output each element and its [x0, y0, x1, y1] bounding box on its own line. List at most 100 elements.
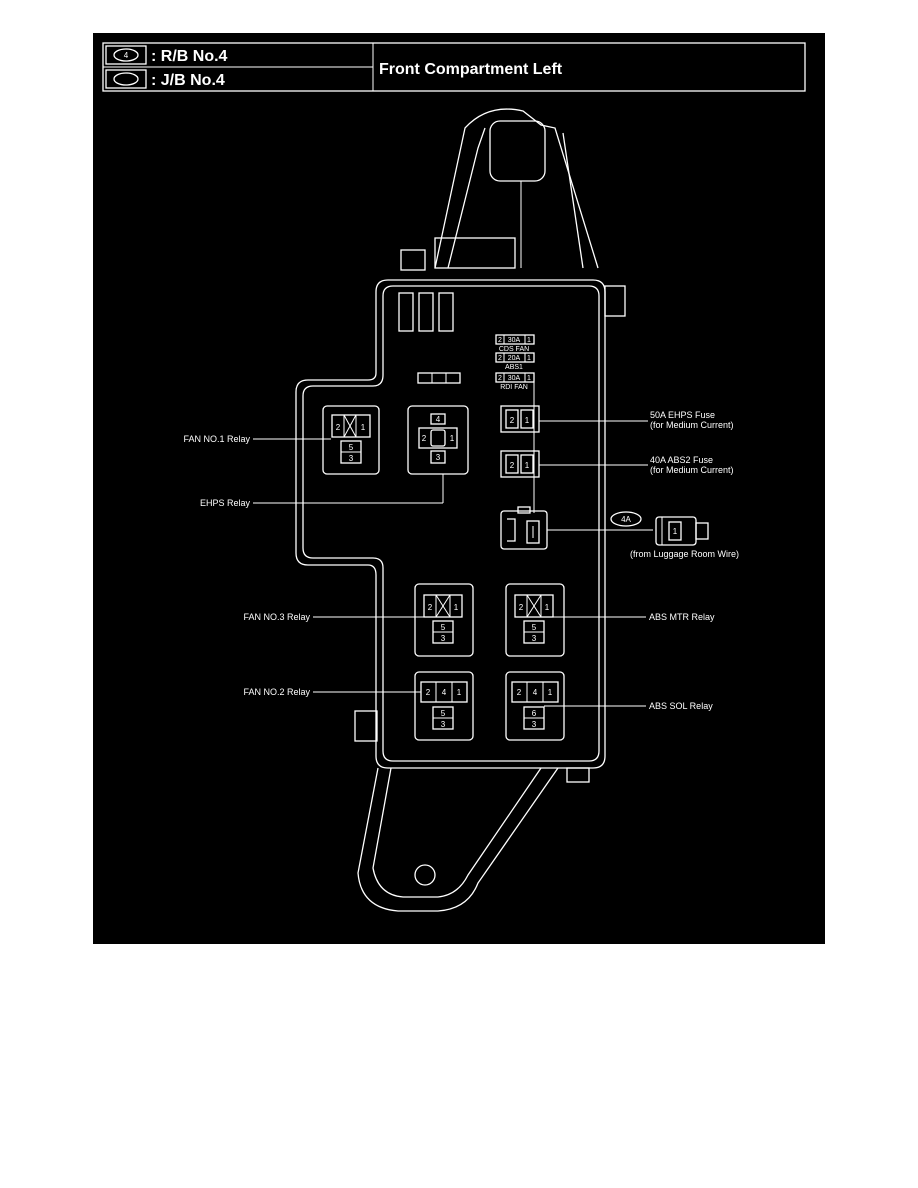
svg-text:3: 3	[441, 720, 446, 729]
legend-rb-symbol-icon	[113, 48, 139, 62]
connector-4a-plug: 1	[655, 516, 709, 546]
svg-text:2: 2	[510, 416, 515, 425]
fuse-cds-fan-name: CDS FAN	[499, 346, 529, 353]
label-ehps-relay: EHPS Relay	[200, 498, 251, 508]
fuse-cds-fan-left-pin: 2	[498, 337, 502, 344]
svg-text:3: 3	[349, 454, 354, 463]
relay-abs-sol: 2 4 1 6 3	[505, 671, 565, 741]
fuse-box-diagram: 4 : R/B No.4 : J/B No.4 Front Compartmen…	[102, 42, 806, 912]
svg-text:3: 3	[441, 634, 446, 643]
svg-text:4: 4	[436, 415, 441, 424]
fuse-abs1: 2 20A 1 ABS1	[495, 352, 535, 371]
fuse-ehps-box	[500, 405, 540, 433]
relay-fan-no1: 2 1 5 3	[322, 405, 380, 475]
connector-4a-socket	[500, 506, 548, 550]
page-title: Front Compartment Left	[379, 61, 563, 78]
legend-jb-symbol-icon	[113, 72, 139, 86]
svg-text:2: 2	[519, 603, 524, 612]
relay-fan-no3-housing	[414, 583, 474, 657]
fuse-rdi-fan-name: RDI FAN	[500, 384, 528, 391]
legend-jb-box	[105, 69, 147, 89]
label-ehps-fuse-sub: (for Medium Current)	[650, 420, 734, 430]
tab-bottom-right	[566, 767, 590, 783]
spare-slot	[417, 372, 461, 384]
header: 4 : R/B No.4 : J/B No.4 Front Compartmen…	[102, 42, 806, 92]
svg-text:5: 5	[441, 709, 446, 718]
fuse-abs1-rating: 20A	[508, 355, 521, 362]
svg-text:6: 6	[532, 709, 537, 718]
relay-fan-no3: 2 1 5 3	[414, 583, 474, 657]
fuse-cds-fan-right-pin: 1	[527, 337, 531, 344]
diagram-panel: 4 : R/B No.4 : J/B No.4 Front Compartmen…	[93, 33, 825, 944]
legend-jb-text: : J/B No.4	[151, 72, 225, 89]
svg-text:5: 5	[349, 443, 354, 452]
mini-fuse-slot-2	[418, 292, 434, 332]
fuse-cds-fan: 2 30A 1 CDS FAN	[495, 334, 535, 353]
label-abs-mtr-relay: ABS MTR Relay	[649, 612, 715, 622]
top-bracket-base	[434, 237, 516, 269]
label-fan-no2-relay: FAN NO.2 Relay	[243, 687, 310, 697]
bottom-bracket-inner	[372, 767, 542, 898]
svg-text:3: 3	[532, 634, 537, 643]
connector-tag-4a-icon	[610, 511, 642, 527]
svg-text:2: 2	[517, 688, 522, 697]
label-abs2-fuse-sub: (for Medium Current)	[650, 465, 734, 475]
svg-text:1: 1	[525, 416, 530, 425]
relay-abs-mtr-housing	[505, 583, 565, 657]
svg-text:2: 2	[426, 688, 431, 697]
label-abs-sol-relay: ABS SOL Relay	[649, 701, 713, 711]
legend-rb-text: : R/B No.4	[151, 48, 228, 65]
top-bracket-inner-left	[447, 127, 486, 269]
mini-fuse-slot-3	[438, 292, 454, 332]
svg-text:4: 4	[533, 688, 538, 697]
tab-top-left	[400, 249, 426, 271]
label-fan-no1-relay: FAN NO.1 Relay	[183, 434, 250, 444]
fuse-abs1-right-pin: 1	[527, 355, 531, 362]
svg-text:1: 1	[545, 603, 550, 612]
svg-text:1: 1	[454, 603, 459, 612]
fuse-abs2-40a: 2 1	[500, 450, 540, 478]
relay-abs-mtr: 2 1 5 3	[505, 583, 565, 657]
fuse-abs2-box	[500, 450, 540, 478]
svg-text:5: 5	[441, 623, 446, 632]
fuse-rdi-fan-left-pin: 2	[498, 375, 502, 382]
top-bracket-inner-right	[562, 132, 584, 269]
small-fuses: 2 30A 1 CDS FAN 2 20A 1 ABS1 2 30A 1 RDI…	[495, 334, 535, 513]
main-body-inner	[302, 285, 600, 762]
label-luggage-room-wire: (from Luggage Room Wire)	[630, 549, 739, 559]
relay-fan-no2-housing	[414, 671, 474, 741]
fuse-abs1-left-pin: 2	[498, 355, 502, 362]
mini-fuse-slot-1	[398, 292, 414, 332]
relay-ehps: 4 2 1 3	[407, 405, 469, 475]
label-ehps-fuse: 50A EHPS Fuse	[650, 410, 715, 420]
tab-right	[604, 285, 626, 317]
svg-text:1: 1	[361, 423, 366, 432]
fuse-abs1-name: ABS1	[505, 364, 523, 371]
housing	[295, 108, 626, 912]
bottom-bracket-outline	[357, 767, 559, 912]
main-body-outer	[295, 279, 606, 769]
fuse-cds-fan-rating: 30A	[508, 337, 521, 344]
fuse-ehps-50a: 2 1	[500, 405, 540, 433]
svg-text:5: 5	[532, 623, 537, 632]
fuse-abs1-box	[495, 352, 535, 363]
svg-text:1: 1	[457, 688, 462, 697]
fuse-rdi-fan-right-pin: 1	[527, 375, 531, 382]
relay-ehps-housing	[407, 405, 469, 475]
svg-text:2: 2	[422, 434, 427, 443]
tab-bottom-left	[354, 710, 378, 742]
connector-tag-4a: 4A	[621, 515, 631, 524]
svg-text:4: 4	[442, 688, 447, 697]
label-fan-no3-relay: FAN NO.3 Relay	[243, 612, 310, 622]
svg-text:2: 2	[428, 603, 433, 612]
fuse-rdi-fan: 2 30A 1 RDI FAN	[495, 372, 535, 391]
mounting-hole-icon	[414, 864, 436, 886]
svg-text:3: 3	[436, 453, 441, 462]
top-bracket-slot	[489, 120, 546, 182]
label-abs2-fuse: 40A ABS2 Fuse	[650, 455, 713, 465]
top-bracket-outline	[434, 108, 599, 269]
svg-text:2: 2	[336, 423, 341, 432]
svg-text:1: 1	[525, 461, 530, 470]
svg-text:1: 1	[450, 434, 455, 443]
svg-text:1: 1	[548, 688, 553, 697]
